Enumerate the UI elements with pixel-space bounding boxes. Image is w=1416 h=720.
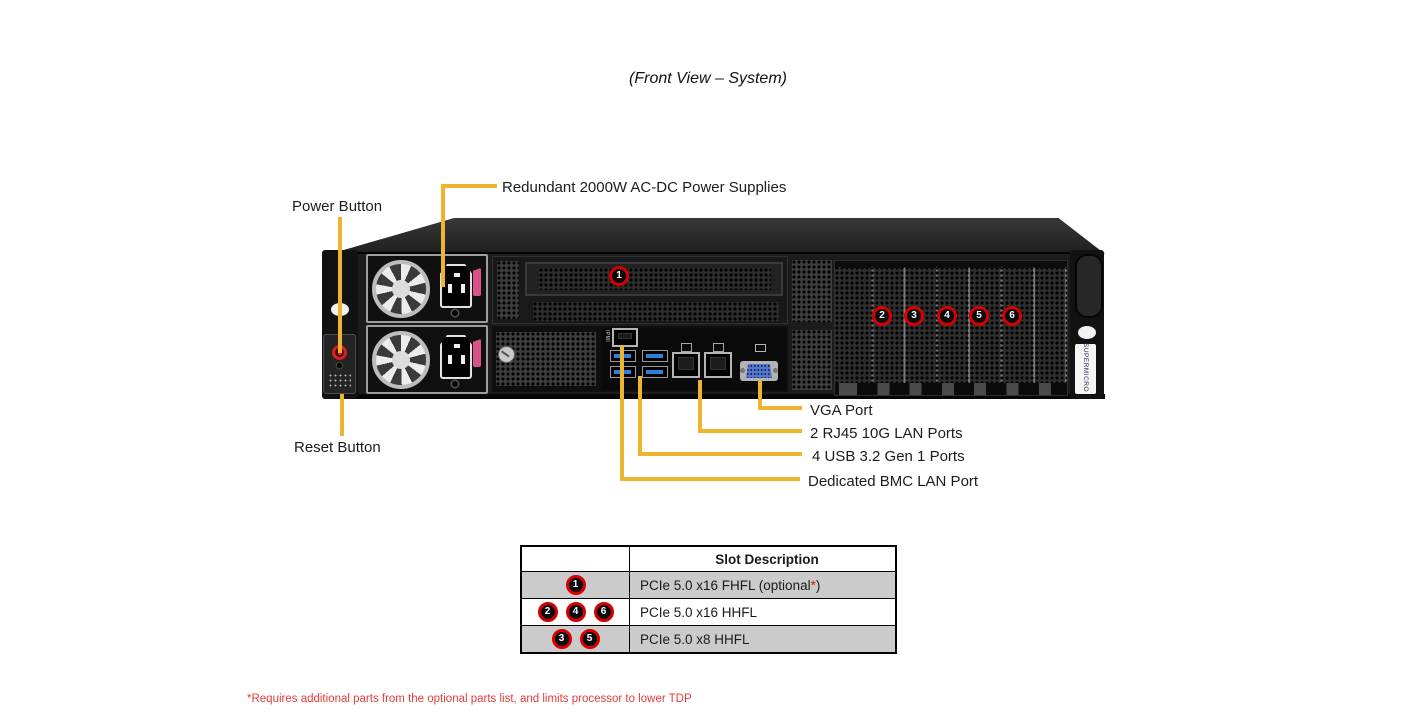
label-power-button: Power Button bbox=[292, 198, 383, 215]
slot-description-cell: PCIe 5.0 x8 HHFL bbox=[629, 625, 897, 654]
power-supply-1 bbox=[366, 254, 488, 323]
vent-strip bbox=[497, 261, 519, 319]
footnote: *Requires additional parts from the opti… bbox=[247, 693, 692, 705]
label-lan: 2 RJ45 10G LAN Ports bbox=[810, 425, 963, 442]
status-led-grid bbox=[328, 373, 351, 389]
leader-vga-v bbox=[758, 381, 762, 410]
table-header-row: Slot Description bbox=[520, 545, 897, 572]
slot-callout-4: 4 bbox=[937, 306, 957, 326]
header-desc-cell: Slot Description bbox=[629, 545, 897, 572]
leader-bmc-v bbox=[620, 345, 624, 481]
brand-text: SUPERMICRO bbox=[1082, 343, 1089, 393]
page-title: (Front View – System) bbox=[629, 70, 787, 87]
slot-top-rail bbox=[835, 261, 1067, 268]
center-vent-lower bbox=[792, 330, 832, 390]
lan-icon bbox=[681, 343, 692, 352]
slot-badge-3: 3 bbox=[551, 629, 572, 649]
slot-number-cell: 1 bbox=[520, 571, 630, 599]
psu2-screw bbox=[452, 381, 458, 387]
bmc-lan-port bbox=[612, 328, 638, 347]
leader-lan-v bbox=[698, 380, 702, 433]
label-usb: 4 USB 3.2 Gen 1 Ports bbox=[812, 448, 965, 465]
slot-badge-1: 1 bbox=[565, 575, 586, 595]
slot-callout-5: 5 bbox=[969, 306, 989, 326]
slot-description-cell: PCIe 5.0 x16 HHFL bbox=[629, 598, 897, 626]
header-slot-cell bbox=[520, 545, 630, 572]
slot-callout-1: 1 bbox=[609, 266, 629, 286]
leader-psu-h bbox=[441, 184, 497, 188]
slot-callout-3: 3 bbox=[904, 306, 924, 326]
expansion-slot-area bbox=[834, 260, 1068, 396]
brand-label: SUPERMICRO bbox=[1075, 343, 1096, 394]
slot-description-cell: PCIe 5.0 x16 FHFL (optional*) bbox=[629, 571, 897, 599]
leader-vga-h bbox=[758, 406, 802, 410]
psu2-retention-clip bbox=[473, 339, 481, 367]
chassis-base bbox=[330, 394, 1105, 399]
leader-reset-button bbox=[340, 394, 344, 436]
right-ear-handle bbox=[1075, 254, 1103, 318]
slot-bottom-rail bbox=[835, 383, 1067, 395]
label-bmc: Dedicated BMC LAN Port bbox=[808, 473, 979, 490]
slot-badge-4: 4 bbox=[565, 602, 586, 622]
slot-callout-6: 6 bbox=[1002, 306, 1022, 326]
reset-button[interactable] bbox=[337, 363, 342, 368]
power-supply-2 bbox=[366, 325, 488, 394]
right-ear-handle-cutout bbox=[1078, 326, 1096, 339]
io-vent-mesh bbox=[496, 332, 596, 386]
leader-psu-v bbox=[441, 184, 445, 287]
leader-power-button bbox=[338, 217, 342, 353]
lan-port-1 bbox=[672, 352, 700, 378]
riser-bay-1 bbox=[525, 262, 783, 296]
leader-lan-h bbox=[698, 429, 802, 433]
lan-port-2 bbox=[704, 352, 732, 378]
usb-port-4 bbox=[642, 366, 668, 378]
psu1-retention-clip bbox=[473, 268, 481, 296]
psu1-fan bbox=[372, 260, 430, 318]
leader-usb-h bbox=[638, 452, 802, 456]
slot-badge-2: 2 bbox=[537, 602, 558, 622]
vga-icon bbox=[755, 344, 766, 352]
riser-slot-area bbox=[492, 256, 788, 324]
slot-callout-2: 2 bbox=[872, 306, 892, 326]
bmc-port-label: IPMI bbox=[604, 330, 610, 343]
chassis-top-surface bbox=[330, 218, 1105, 254]
leader-usb-v bbox=[638, 376, 642, 456]
slot-badge-6: 6 bbox=[593, 602, 614, 622]
lan-icon bbox=[713, 343, 724, 352]
center-vent-upper bbox=[792, 260, 832, 322]
psu1-screw bbox=[452, 310, 458, 316]
label-reset-button: Reset Button bbox=[294, 439, 381, 456]
slot-badge-5: 5 bbox=[579, 629, 600, 649]
right-rack-ear: SUPERMICRO bbox=[1070, 250, 1104, 399]
psu2-fan bbox=[372, 331, 430, 389]
riser-bay-1-mesh bbox=[539, 268, 771, 290]
table-row: 1 PCIe 5.0 x16 FHFL (optional*) bbox=[520, 571, 897, 599]
slot-description-table: Slot Description 1 PCIe 5.0 x16 FHFL (opt… bbox=[520, 545, 897, 654]
leader-bmc-h bbox=[620, 477, 800, 481]
label-psu: Redundant 2000W AC-DC Power Supplies bbox=[502, 179, 787, 196]
thumbscrew bbox=[498, 346, 515, 363]
riser-bay-2-mesh bbox=[533, 302, 779, 321]
psu2-ac-inlet bbox=[440, 335, 472, 379]
vga-port bbox=[740, 361, 778, 381]
usb-port-2 bbox=[642, 350, 668, 362]
label-vga: VGA Port bbox=[810, 402, 873, 419]
